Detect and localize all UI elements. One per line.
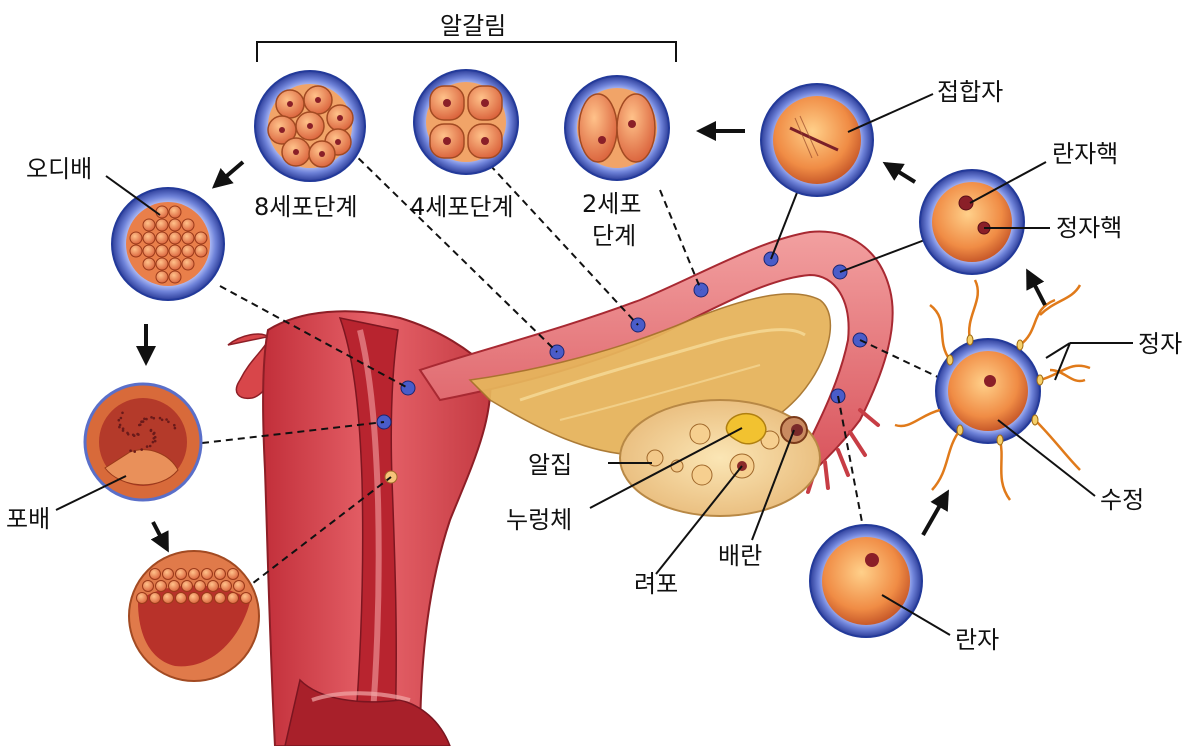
- label-ovary: 알집: [528, 451, 572, 479]
- label-zygote: 접합자: [937, 78, 1003, 106]
- label-morula: 오디배: [26, 155, 92, 183]
- two-cell-stage: [565, 76, 669, 180]
- label-sperm-nucleus: 정자핵: [1056, 214, 1122, 242]
- label-cleavage: 알갈림: [440, 12, 506, 40]
- four-cell-stage: [414, 70, 518, 174]
- fertilization-stage: [895, 280, 1090, 500]
- egg-stage: [810, 525, 922, 637]
- pronuclei-stage: [920, 170, 1024, 274]
- label-sperm: 정자: [1138, 330, 1182, 358]
- label-blastocyst: 포배: [6, 505, 50, 533]
- label-two-cell-1: 2세포: [582, 190, 641, 218]
- label-corpus-luteum: 누렁체: [506, 506, 572, 534]
- label-follicle: 려포: [634, 570, 678, 598]
- label-ovulation: 배란: [718, 542, 762, 570]
- implanted-blastocyst: [129, 551, 259, 681]
- label-egg-nucleus: 란자핵: [1052, 140, 1118, 168]
- cleavage-bracket: [257, 42, 676, 62]
- eight-cell-stage: [255, 71, 365, 181]
- label-eight-cell: 8세포단계: [254, 193, 358, 221]
- label-fertilization: 수정: [1100, 486, 1144, 514]
- morula-stage: [112, 188, 224, 300]
- label-two-cell-2: 단계: [592, 222, 636, 250]
- blastocyst-stage: [85, 384, 201, 500]
- label-egg: 란자: [955, 626, 999, 654]
- label-four-cell: 4세포단계: [410, 193, 514, 221]
- uterus-illustration: [228, 232, 893, 746]
- zygote-stage: [761, 84, 873, 196]
